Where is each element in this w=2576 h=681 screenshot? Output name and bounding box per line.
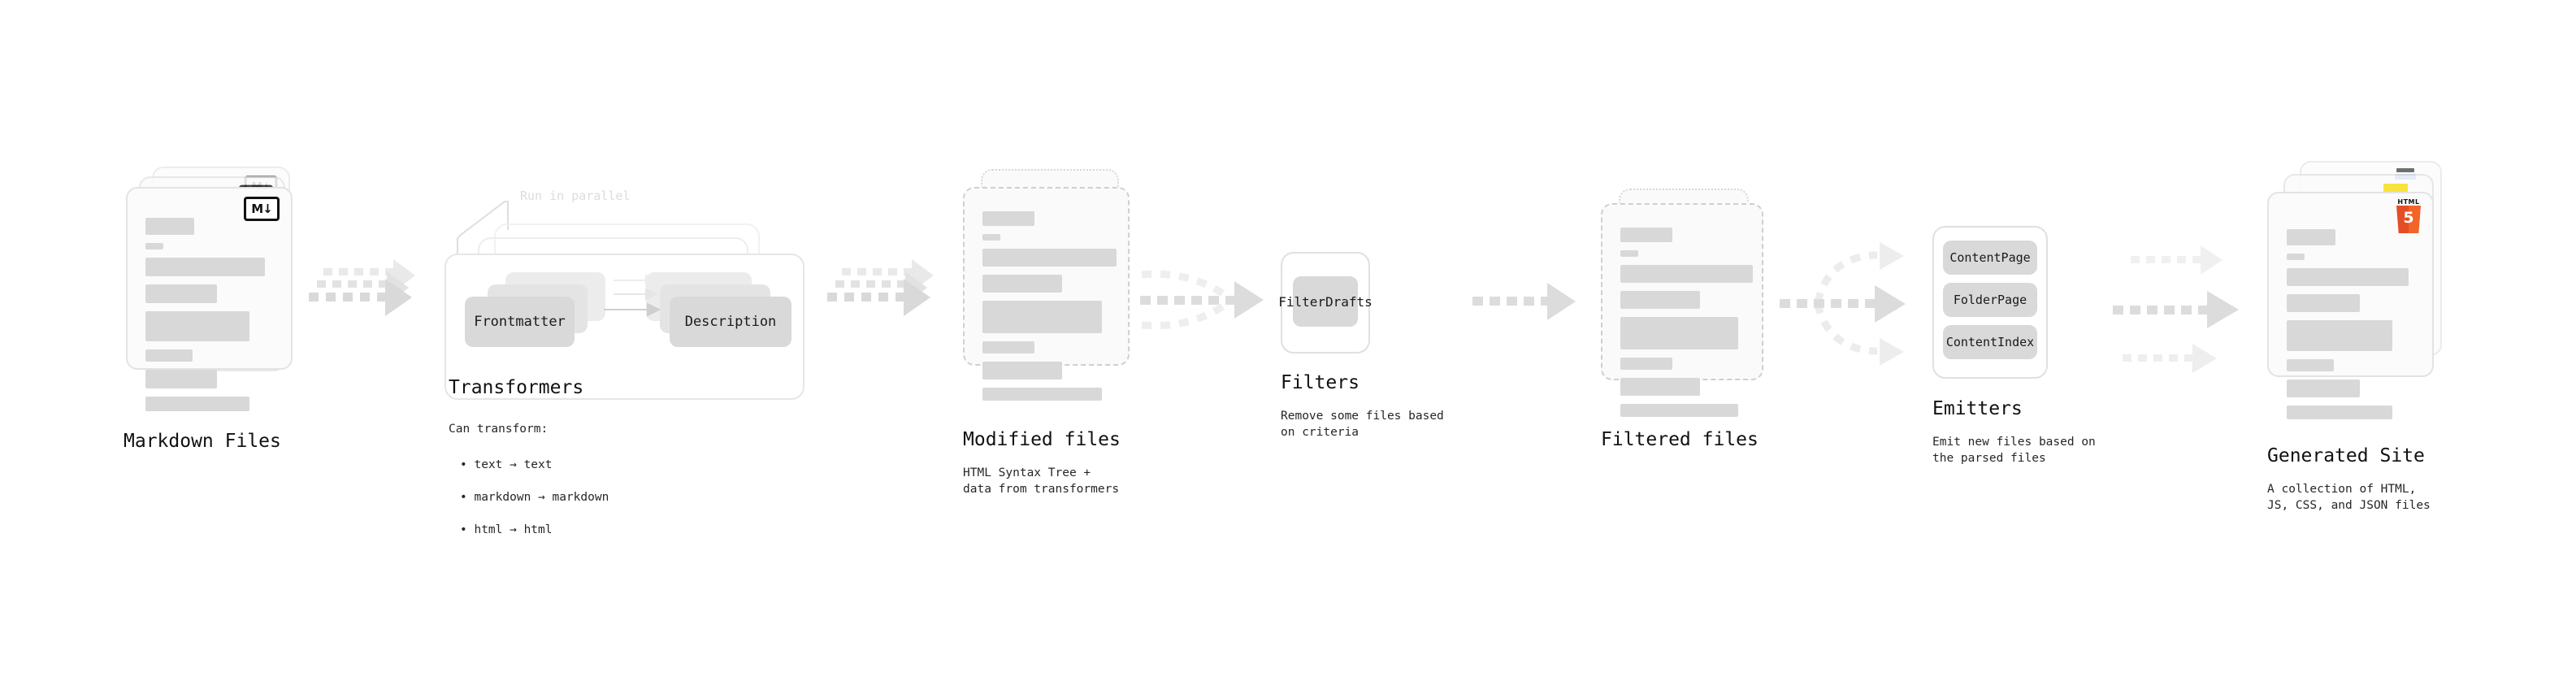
html5-icon: HTML 5 — [2395, 198, 2422, 234]
emitter-chip-contentpage[interactable]: ContentPage — [1943, 241, 2037, 275]
stage-title-generated-site: Generated Site — [2267, 445, 2425, 466]
connector-emitters-to-site — [2113, 245, 2239, 373]
modified-card-front — [963, 187, 1130, 401]
stage-title-transformers: Transformers — [449, 377, 584, 398]
filtered-card-placeholder-lines — [1620, 228, 1753, 417]
html5-digit: 5 — [2403, 208, 2414, 227]
connector-md-to-transformers — [309, 259, 415, 316]
modified-files-description: HTML Syntax Tree + data from transformer… — [963, 466, 1120, 496]
run-in-parallel-label: Run in parallel — [520, 189, 631, 203]
modified-card-placeholder-lines — [982, 211, 1117, 401]
connector-modified-to-filters — [1140, 270, 1264, 330]
markdown-card-front: M↓ — [126, 187, 293, 411]
filter-chip-filterdrafts[interactable]: FilterDrafts — [1278, 276, 1373, 327]
transformers-description-list: text → text markdown → markdown html → h… — [460, 440, 609, 554]
connector-filters-to-filtered — [1472, 283, 1576, 320]
html5-wordmark: HTML — [2397, 198, 2420, 206]
markdown-icon: M↓ — [244, 197, 280, 221]
run-in-parallel-bracket — [457, 201, 509, 272]
transformer-chip-description[interactable]: Description — [670, 297, 791, 347]
site-card-placeholder-lines — [2287, 229, 2418, 419]
html5-shield: 5 — [2396, 206, 2421, 233]
transform-rule-item: html → html — [460, 522, 609, 538]
site-card-front-html: HTML 5 — [2267, 192, 2434, 419]
transformers-description-heading: Can transform: — [449, 423, 549, 436]
markdown-card-placeholder-lines — [145, 218, 276, 411]
transformer-internal-arrows — [604, 274, 661, 317]
stage-title-filters: Filters — [1281, 372, 1360, 393]
emitter-chip-contentindex[interactable]: ContentIndex — [1943, 325, 2037, 359]
stage-title-modified-files: Modified files — [963, 429, 1121, 450]
connector-transformers-to-modified — [827, 259, 934, 316]
stage-title-markdown-files: Markdown Files — [124, 431, 281, 452]
transformer-chip-frontmatter[interactable]: Frontmatter — [465, 297, 575, 347]
stage-title-emitters: Emitters — [1932, 398, 2023, 419]
stage-title-filtered-files: Filtered files — [1601, 429, 1759, 450]
transform-rule-item: text → text — [460, 457, 609, 473]
connector-filtered-to-emitters — [1780, 242, 1906, 366]
emitter-chip-folderpage[interactable]: FolderPage — [1943, 283, 2037, 317]
filtered-card-front — [1601, 203, 1763, 417]
generated-site-description: A collection of HTML, JS, CSS, and JSON … — [2267, 483, 2431, 512]
transform-rule-item: markdown → markdown — [460, 489, 609, 505]
filters-description: Remove some files based on criteria — [1281, 410, 1444, 439]
emitters-description: Emit new files based on the parsed files — [1932, 436, 2096, 465]
